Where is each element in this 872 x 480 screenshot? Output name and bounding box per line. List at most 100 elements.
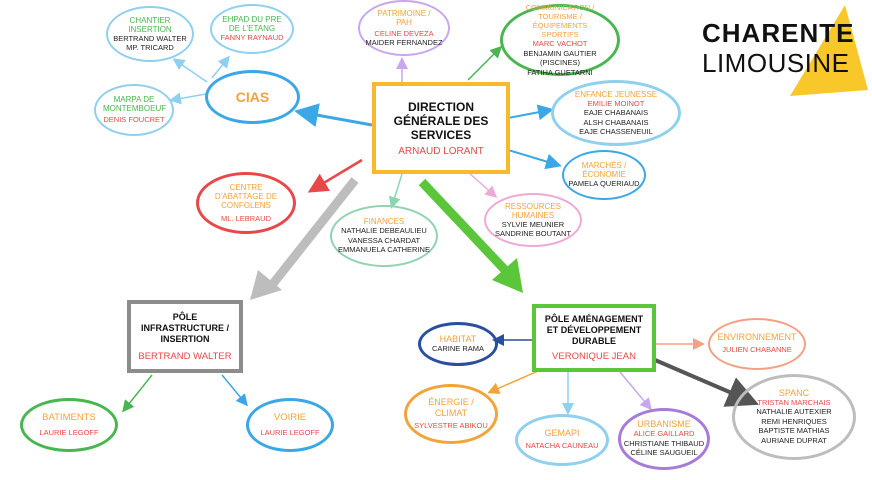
arrow-direction-amenagement (418, 178, 509, 274)
arrow-infra-batiments (122, 374, 153, 413)
arrow-amenagement-energie (487, 367, 546, 394)
arrow-cias-chantier (172, 58, 208, 83)
cias-title: CIAS (235, 89, 270, 105)
batiments-title: BATIMENTS (42, 412, 96, 424)
communication-node: COMMUNICATION / TOURISME / ÉQUIPEMENTS S… (500, 3, 620, 77)
chantier-title: CHANTIER INSERTION (128, 15, 172, 34)
marches-node: MARCHÉS / ÉCONOMIE PAMELA QUERIAUD (562, 150, 646, 200)
rh-title: RESSOURCES HUMAINES (504, 201, 561, 220)
marpa-lead: DENIS FOUCRET (103, 115, 165, 125)
finances-node: FINANCES NATHALIE DEBEAULIEU VANESSA CHA… (330, 205, 438, 267)
arrow-direction-cias (294, 103, 373, 128)
logo-line2: LIMOUSINE (702, 48, 850, 78)
chantier-person-2: MP. TRICARD (126, 43, 174, 52)
enfance-item-1: EAJE CHABANAIS (583, 108, 649, 117)
patrimoine-node: PATRIMOINE / PAH CELINE DEVEZA MAIDER FE… (358, 0, 450, 56)
patrimoine-person-1: MAIDER FERNANDEZ (365, 38, 443, 47)
enfance-item-3: EAJE CHASSENEUIL (579, 127, 653, 136)
ehpad-node: EHPAD DU PRE DE L'ETANG FANNY RAYNAUD (210, 4, 294, 54)
ehpad-lead: FANNY RAYNAUD (220, 33, 284, 43)
arrow-direction-infra-head (250, 270, 282, 300)
voirie-title: VOIRIE (273, 412, 307, 424)
habitat-title: HABITAT (439, 333, 477, 344)
arrow-amenagement-urbanisme (619, 371, 652, 411)
cias-node: CIAS (205, 70, 300, 124)
chantier-node: CHANTIER INSERTION BERTRAND WALTER MP. T… (106, 6, 194, 62)
patrimoine-title: PATRIMOINE / PAH (377, 8, 431, 27)
spanc-person-4: AURIANE DUPRAT (761, 435, 827, 445)
abattage-node: CENTRE D'ABATTAGE DE CONFOLENS ML. LEBRA… (196, 172, 296, 234)
energie-title: ÉNERGIE / CLIMAT (428, 397, 474, 419)
finances-person-2: VANESSA CHARDAT (347, 235, 421, 245)
infra-title: PÔLE INFRASTRUCTURE / INSERTION (141, 311, 229, 344)
chantier-person-1: BERTRAND WALTER (113, 33, 187, 43)
urbanisme-node: URBANISME ALICE GAILLARD CHRISTIANE THIB… (618, 408, 710, 470)
environnement-title: ENVIRONNEMENT (717, 332, 797, 343)
urbanisme-title: URBANISME (637, 419, 691, 430)
rh-node: RESSOURCES HUMAINES SYLVIE MEUNIER SANDR… (484, 193, 582, 247)
pole-amenagement-box: PÔLE AMÉNAGEMENT ET DÉVELOPPEMENT DURABL… (532, 304, 656, 372)
marches-person-1: PAMELA QUERIAUD (568, 179, 640, 189)
arrow-direction-infra (264, 177, 359, 293)
amenagement-lead: VERONIQUE JEAN (552, 351, 636, 362)
arrow-direction-communication (467, 45, 503, 81)
habitat-node: HABITAT CARINE RAMA (418, 322, 498, 366)
arrow-direction-rh (467, 171, 498, 198)
habitat-person-1: CARINE RAMA (431, 343, 485, 353)
voirie-node: VOIRIE LAURIE LEGOFF (246, 398, 334, 452)
energie-node: ÉNERGIE / CLIMAT SYLVESTRE ABIKOU (404, 384, 498, 444)
communication-lead: MARC VACHOT (532, 39, 588, 48)
enfance-item-2: ALSH CHABANAIS (583, 117, 649, 127)
environnement-lead: JULIEN CHABANNE (722, 345, 792, 355)
spanc-title: SPANC (778, 387, 810, 398)
arrow-direction-amenagement-head (492, 258, 523, 293)
environnement-node: ENVIRONNEMENT JULIEN CHABANNE (708, 318, 806, 370)
gemapi-title: GEMAPI (544, 428, 580, 439)
arrow-cias-marpa (169, 92, 207, 105)
communication-title: COMMUNICATION / TOURISME / ÉQUIPEMENTS S… (525, 3, 595, 39)
urbanisme-person-2: CÉLINE SAUGUEIL (630, 448, 698, 458)
ehpad-title: EHPAD DU PRE DE L'ETANG (222, 15, 282, 34)
logo-line1: CHARENTE (702, 18, 855, 48)
rh-person-2: SANDRINE BOUTANT (494, 229, 572, 238)
arrow-cias-ehpad (211, 55, 230, 79)
charente-limousine-logo: CHARENTE LIMOUSINE (700, 10, 865, 98)
abattage-title: CENTRE D'ABATTAGE DE CONFOLENS (214, 182, 278, 210)
abattage-lead: ML. LEBRAUD (220, 213, 271, 223)
spanc-lead: TRISTAN MARCHAIS (757, 397, 831, 407)
gemapi-lead: NATACHA CAUNEAU (525, 441, 599, 451)
spanc-person-3: BAPTISTE MATHIAS (758, 426, 830, 436)
arrow-direction-enfance (507, 104, 554, 121)
logo-triangle (790, 5, 868, 96)
urbanisme-lead: ALICE GAILLARD (633, 429, 695, 439)
finances-person-3: EMMANUELA CATHERINE (338, 245, 430, 255)
direction-generale-box: DIRECTION GÉNÉRALE DES SERVICES ARNAUD L… (372, 82, 510, 174)
arrow-amenagement-spanc (654, 358, 760, 407)
gemapi-node: GEMAPI NATACHA CAUNEAU (515, 414, 609, 466)
finances-title: FINANCES (363, 217, 405, 227)
communication-person-2: FATIHA GUETARNI (527, 67, 593, 77)
amenagement-title: PÔLE AMÉNAGEMENT ET DÉVELOPPEMENT DURABL… (544, 314, 644, 346)
direction-lead: ARNAUD LORANT (398, 145, 484, 157)
urbanisme-person-1: CHRISTIANE THIBAUD (623, 438, 705, 448)
finances-person-1: NATHALIE DEBEAULIEU (341, 226, 427, 236)
batiments-node: BATIMENTS LAURIE LEGOFF (20, 398, 118, 452)
marpa-node: MARPA DE MONTEMBOEUF DENIS FOUCRET (94, 84, 174, 136)
arrow-infra-voirie (221, 374, 248, 407)
infra-lead: BERTRAND WALTER (138, 350, 232, 362)
spanc-node: SPANC TRISTAN MARCHAIS NATHALIE AUTEXIER… (732, 374, 856, 460)
arrow-direction-finances (388, 173, 403, 209)
spanc-person-1: NATHALIE AUTEXIER (756, 407, 832, 417)
batiments-lead: LAURIE LEGOFF (39, 428, 99, 438)
communication-person-1: BENJAMIN GAUTIER (PISCINES) (523, 48, 597, 68)
direction-title: DIRECTION GÉNÉRALE DES SERVICES (393, 99, 489, 142)
enfance-title: ENFANCE JEUNESSE (574, 89, 658, 99)
marpa-title: MARPA DE MONTEMBOEUF (103, 95, 167, 114)
arrow-direction-abattage (307, 158, 363, 193)
spanc-person-2: REMI HENRIQUES (761, 416, 827, 426)
enfance-lead: EMILIE MOINOT (587, 98, 645, 108)
pole-infrastructure-box: PÔLE INFRASTRUCTURE / INSERTION BERTRAND… (127, 300, 243, 373)
arrow-direction-marches (507, 149, 562, 170)
voirie-lead: LAURIE LEGOFF (260, 428, 320, 438)
